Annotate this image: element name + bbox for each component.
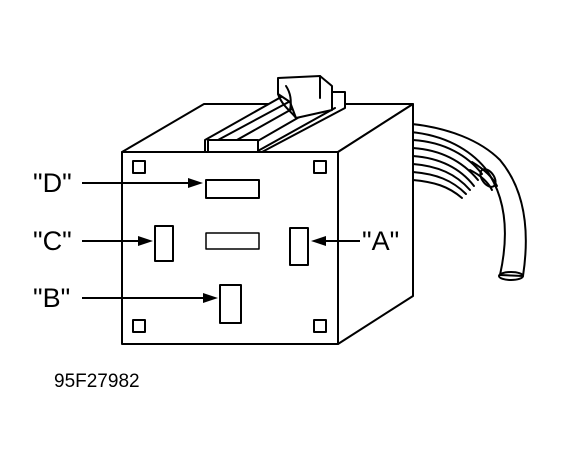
corner-square-top-right [313,160,327,174]
connector-lock-tab [204,75,346,153]
corner-square-top-left [132,160,146,174]
wire-harness [409,123,527,281]
arrow-c [82,236,153,246]
arrow-b [82,293,218,303]
corner-square-bottom-left [132,319,146,333]
center-cavity [205,232,260,250]
terminal-b [219,284,242,324]
terminal-d [205,179,260,199]
label-d: "D" [33,168,72,198]
arrow-a [311,236,360,246]
terminal-a [289,227,309,266]
label-a: "A" [362,226,400,256]
arrow-d [82,178,203,188]
label-b: "B" [33,283,71,313]
figure-id: 95F27982 [54,371,140,392]
terminal-c [154,225,174,262]
corner-square-bottom-right [313,319,327,333]
label-c: "C" [33,226,72,256]
